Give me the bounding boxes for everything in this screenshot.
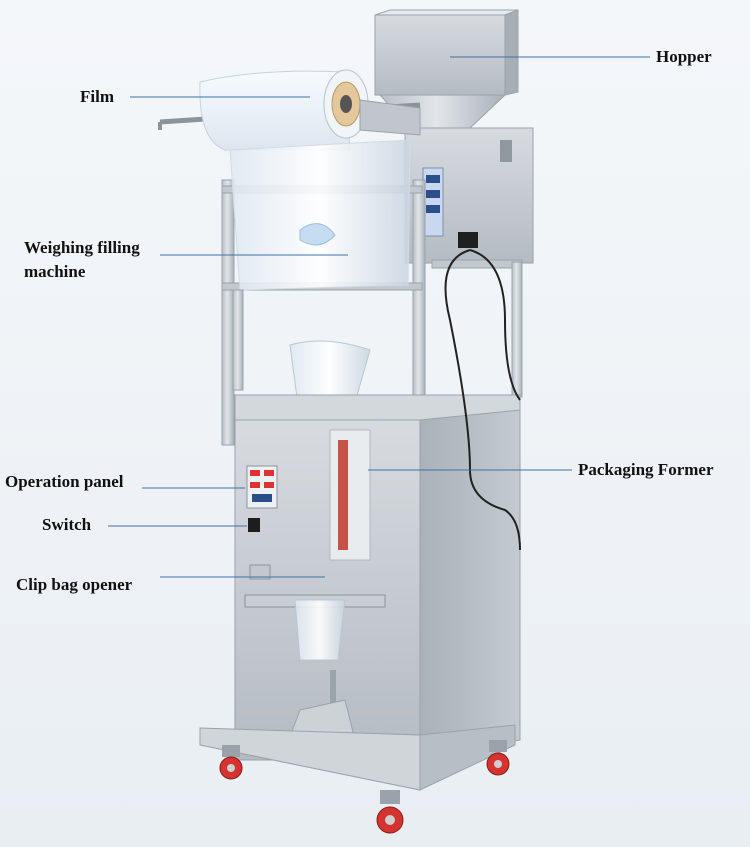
label-clip-bag-opener: Clip bag opener — [16, 575, 133, 594]
label-operation-panel: Operation panel — [5, 472, 124, 491]
power-cord — [444, 249, 521, 551]
label-weighing-filling-machine: Weighing filling machine — [24, 238, 140, 281]
switch-device — [248, 518, 260, 532]
caster-wheels — [219, 740, 510, 834]
leader-lines — [108, 56, 650, 578]
caster-wheel — [219, 745, 243, 780]
upper-frame — [221, 139, 523, 446]
operation-panel-device — [246, 465, 278, 509]
label-switch: Switch — [42, 515, 92, 534]
clip-bag-opener-device — [244, 564, 386, 661]
label-hopper: Hopper — [656, 47, 712, 66]
caster-wheel — [376, 790, 404, 834]
base — [199, 670, 516, 791]
caster-wheel — [486, 740, 510, 776]
label-packaging-former: Packaging Former — [578, 460, 714, 479]
label-film: Film — [80, 87, 114, 106]
film-roll — [158, 69, 421, 151]
